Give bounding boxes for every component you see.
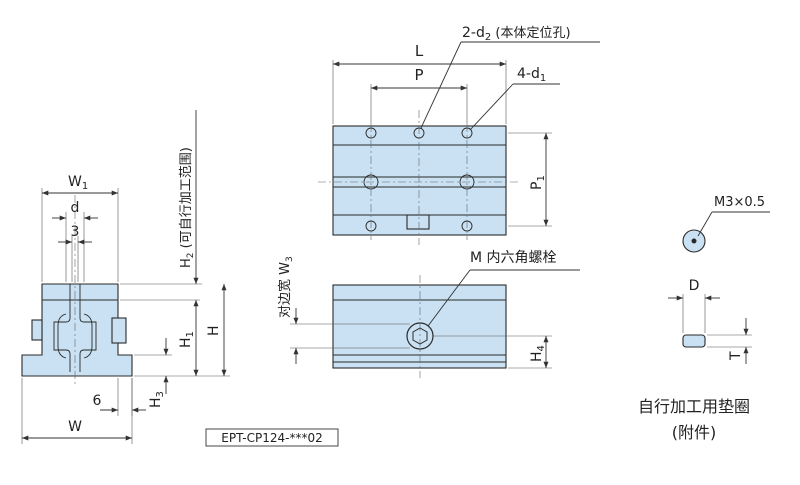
part-code-box: EPT-CP124-***02	[205, 428, 339, 447]
label-4-d-sub: 1	[540, 73, 546, 84]
top-view-tab	[406, 214, 430, 230]
washer-subtitle: (附件)	[672, 423, 717, 442]
front-view	[332, 275, 507, 378]
label-H: H	[206, 325, 222, 336]
dim-W1: W1	[41, 174, 119, 282]
washer-title: 自行加工用垫圈	[638, 397, 750, 416]
label-M3: M3×0.5	[714, 195, 765, 210]
label-6: 6	[93, 393, 102, 409]
dim-H1: H1	[120, 299, 200, 376]
svg-text:H1: H1	[178, 331, 196, 348]
front-view-body	[332, 284, 507, 369]
label-2-d-sub: 2	[485, 32, 491, 43]
dim-H2: H2 (可自行加工范围)	[120, 110, 202, 285]
dim-W: W	[21, 378, 133, 444]
label-L: L	[415, 42, 424, 60]
leader-M-bolt: M 内六角螺栓	[427, 250, 580, 327]
side-view	[21, 195, 133, 384]
label-H2-sub: 2	[186, 252, 196, 258]
dim-d: d	[52, 200, 98, 282]
washer-side: D T	[668, 278, 752, 364]
label-part-code: EPT-CP124-***02	[221, 431, 323, 445]
label-P: P	[414, 66, 423, 84]
label-H1-sub: 1	[185, 331, 196, 337]
label-H3: H	[148, 397, 164, 408]
label-T: T	[728, 351, 744, 361]
label-H3-sub: 3	[155, 391, 166, 397]
label-d: d	[71, 200, 80, 216]
svg-text:4-d1: 4-d1	[517, 66, 546, 84]
side-view-body	[21, 283, 133, 377]
dim-3: 3	[58, 224, 92, 282]
svg-text:W1: W1	[68, 174, 88, 192]
side-view-bolt-stub	[111, 317, 127, 344]
washer-side-shape	[682, 334, 706, 348]
svg-text:H4: H4	[529, 345, 547, 362]
dim-6: 6	[93, 378, 146, 416]
svg-text:H3: H3	[148, 391, 166, 408]
label-3: 3	[71, 224, 80, 240]
label-W1-sub: 1	[82, 181, 88, 192]
label-W3-sub: 3	[285, 256, 295, 262]
dim-P: P	[370, 66, 468, 124]
label-H4: H	[529, 351, 545, 362]
label-D: D	[689, 278, 700, 294]
label-W: W	[68, 419, 82, 435]
label-2-d-note: (本体定位孔)	[491, 26, 570, 41]
svg-text:P1: P1	[529, 175, 547, 190]
label-M-bolt: M 内六角螺栓	[470, 250, 557, 266]
label-W3: 对边宽 W	[277, 262, 293, 318]
label-H1: H	[178, 337, 194, 348]
leader-2-d2: 2-d2 (本体定位孔)	[420, 25, 600, 129]
label-2-d: 2-d	[462, 25, 485, 41]
leader-4-d1: 4-d1	[469, 66, 560, 131]
washer-top: M3×0.5	[682, 195, 770, 253]
label-W1: W	[68, 174, 82, 190]
svg-text:H2 (可自行加工范围): H2 (可自行加工范围)	[179, 147, 196, 268]
dim-W3: 对边宽 W3	[277, 256, 410, 364]
label-H4-sub: 4	[536, 345, 547, 351]
svg-text:对边宽 W3: 对边宽 W3	[277, 256, 295, 318]
label-H2-note: (可自行加工范围)	[179, 147, 194, 252]
dim-P1: P1	[508, 132, 552, 227]
dim-H: H	[134, 284, 230, 377]
svg-text:2-d2 (本体定位孔): 2-d2 (本体定位孔)	[462, 25, 571, 43]
dim-H4: H4	[433, 335, 552, 369]
top-view	[318, 110, 520, 245]
label-H2: H	[179, 258, 194, 268]
label-P1: P	[529, 182, 545, 190]
dim-L: L	[332, 42, 507, 124]
label-P1-sub: 1	[536, 175, 547, 181]
label-4-d: 4-d	[517, 66, 540, 82]
dim-H3: H3	[134, 338, 172, 408]
